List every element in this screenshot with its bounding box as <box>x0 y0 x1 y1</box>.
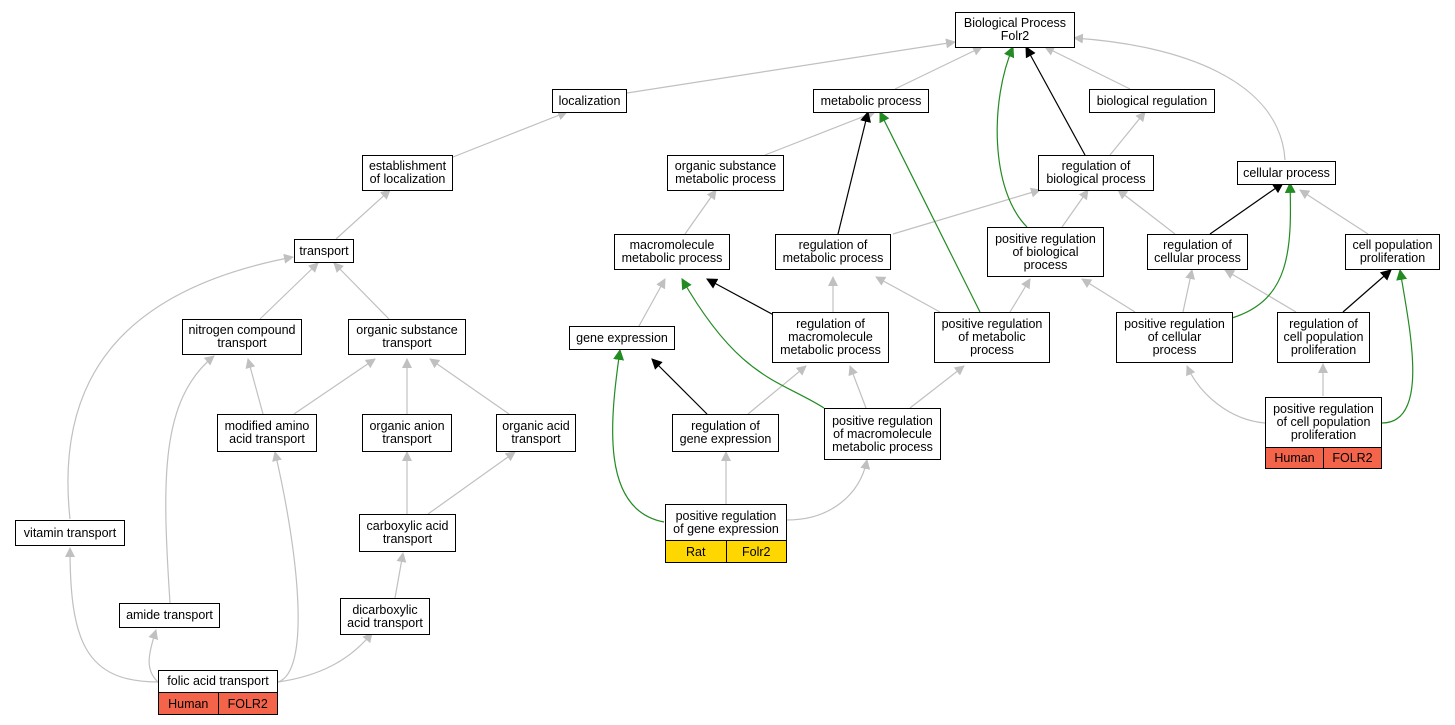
edge <box>1009 278 1031 313</box>
edge <box>706 278 784 321</box>
edge <box>875 276 941 313</box>
node-cellular-process[interactable]: cellular process <box>1237 161 1336 185</box>
gene-label: FOLR2 <box>217 693 278 714</box>
edge <box>165 355 215 604</box>
edge <box>427 451 516 515</box>
edge <box>681 278 825 409</box>
node-regulation-of-biological-process[interactable]: regulation of biological process <box>1038 155 1154 191</box>
annotation-positive-regulation-of-gene-expression: Rat Folr2 <box>665 540 787 563</box>
node-dicarboxylic-acid-transport[interactable]: dicarboxylic acid transport <box>340 598 430 635</box>
edge <box>892 187 1041 235</box>
edge <box>848 365 867 409</box>
edge <box>837 110 871 235</box>
node-regulation-of-gene-expression[interactable]: regulation of gene expression <box>672 414 779 452</box>
edge <box>333 262 390 320</box>
gene-label: FOLR2 <box>1323 448 1381 468</box>
edge <box>909 365 965 409</box>
node-positive-regulation-of-cell-population-proliferation[interactable]: positive regulation of cell population p… <box>1265 397 1382 448</box>
edge <box>148 629 159 683</box>
edge <box>747 365 807 415</box>
edge <box>277 632 373 683</box>
edge <box>1117 189 1176 235</box>
edge <box>1044 46 1131 90</box>
edge <box>429 358 510 415</box>
node-regulation-of-metabolic-process[interactable]: regulation of metabolic process <box>775 234 891 270</box>
edge <box>879 111 981 313</box>
edge <box>67 253 294 520</box>
edge <box>335 189 391 240</box>
edge <box>1209 182 1284 235</box>
edge <box>452 110 568 158</box>
edge <box>612 348 665 523</box>
node-gene-expression[interactable]: gene expression <box>569 326 675 350</box>
edge <box>1342 269 1392 313</box>
annotation-folic-acid-transport: Human FOLR2 <box>158 692 278 715</box>
edge <box>245 358 264 415</box>
edge <box>638 278 666 327</box>
edge <box>651 358 708 415</box>
edge <box>1381 268 1414 424</box>
node-nitrogen-compound-transport[interactable]: nitrogen compound transport <box>182 319 302 355</box>
edge <box>394 552 407 599</box>
node-regulation-of-cell-population-proliferation[interactable]: regulation of cell population proliferat… <box>1277 312 1370 363</box>
node-positive-regulation-of-metabolic-process[interactable]: positive regulation of metabolic process <box>934 312 1050 363</box>
node-modified-amino-acid-transport[interactable]: modified amino acid transport <box>217 414 317 452</box>
edge <box>1299 189 1369 235</box>
edge <box>1025 46 1086 156</box>
annotation-positive-regulation-of-cell-population-proliferation: Human FOLR2 <box>1265 447 1382 469</box>
node-organic-anion-transport[interactable]: organic anion transport <box>362 414 452 452</box>
node-positive-regulation-of-cellular-process[interactable]: positive regulation of cellular process <box>1116 312 1233 363</box>
node-folic-acid-transport[interactable]: folic acid transport <box>158 670 278 693</box>
node-positive-regulation-of-macromolecule-metabolic-process[interactable]: positive regulation of macromolecule met… <box>824 408 941 460</box>
node-localization[interactable]: localization <box>552 89 627 113</box>
edge <box>1224 269 1297 313</box>
edge <box>894 46 983 90</box>
node-macromolecule-metabolic-process[interactable]: macromolecule metabolic process <box>614 234 730 270</box>
gene-label: Folr2 <box>725 541 787 562</box>
species-label: Rat <box>686 544 706 559</box>
node-amide-transport[interactable]: amide transport <box>119 603 220 628</box>
edge <box>1073 33 1286 161</box>
species-label: Human <box>1274 451 1315 465</box>
edge <box>293 358 376 415</box>
node-positive-regulation-of-biological-process[interactable]: positive regulation of biological proces… <box>987 227 1104 277</box>
node-biological-regulation[interactable]: biological regulation <box>1089 89 1215 113</box>
node-positive-regulation-of-gene-expression[interactable]: positive regulation of gene expression <box>665 504 787 541</box>
edge <box>259 262 319 320</box>
edge <box>684 189 717 235</box>
edge <box>996 45 1028 228</box>
node-regulation-of-cellular-process[interactable]: regulation of cellular process <box>1147 234 1248 270</box>
edge <box>764 110 876 156</box>
node-establishment-of-localization[interactable]: establishment of localization <box>362 155 453 191</box>
node-organic-substance-metabolic-process[interactable]: organic substance metabolic process <box>667 155 784 191</box>
node-organic-substance-transport[interactable]: organic substance transport <box>348 319 466 355</box>
edge <box>626 38 956 94</box>
edge <box>1081 278 1136 313</box>
node-carboxylic-acid-transport[interactable]: carboxylic acid transport <box>359 514 456 552</box>
edge <box>1231 181 1296 319</box>
node-regulation-of-macromolecule-metabolic-process[interactable]: regulation of macromolecule metabolic pr… <box>772 312 889 363</box>
edge <box>272 451 299 683</box>
node-biological-process-root[interactable]: Biological Process Folr2 <box>955 12 1075 48</box>
edge <box>1182 269 1196 313</box>
node-metabolic-process[interactable]: metabolic process <box>813 89 929 113</box>
node-vitamin-transport[interactable]: vitamin transport <box>15 520 125 546</box>
node-transport[interactable]: transport <box>294 239 354 263</box>
species-label: Human <box>168 696 209 711</box>
node-cell-population-proliferation[interactable]: cell population proliferation <box>1345 234 1440 270</box>
edge <box>65 547 159 683</box>
node-organic-acid-transport[interactable]: organic acid transport <box>496 414 576 452</box>
edge <box>1186 365 1266 424</box>
edge <box>1061 189 1089 228</box>
edge <box>1109 111 1146 156</box>
edge <box>786 459 871 521</box>
